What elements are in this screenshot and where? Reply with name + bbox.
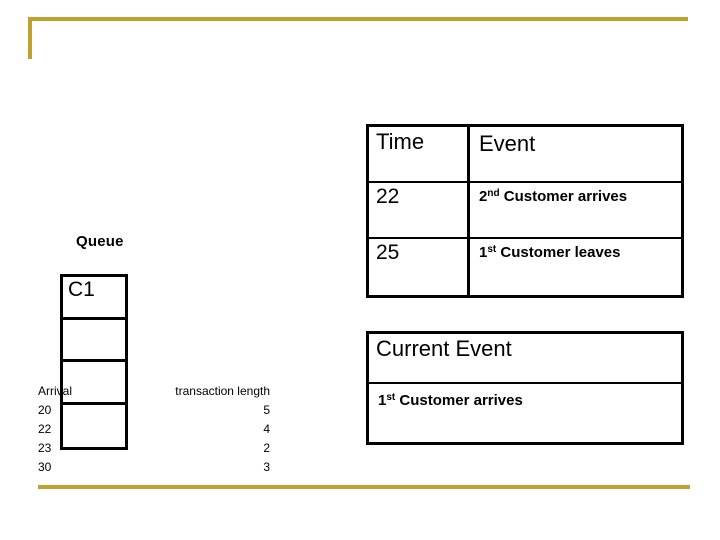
decorative-top-rule: [28, 17, 688, 21]
cell-arrival: 20: [38, 403, 52, 417]
current-event-value: 1st Customer arrives: [378, 392, 523, 409]
table-row: 30 3: [38, 458, 270, 477]
event-ordinal-number: 1: [479, 243, 488, 261]
cell-arrival: 22: [38, 422, 52, 436]
table-header-row: Arrival transaction length: [38, 382, 270, 401]
table-header-row: Time Event: [369, 127, 681, 183]
arrival-schedule-table: Arrival transaction length 20 5 22 4 23 …: [38, 382, 270, 477]
cell-event-value: 1st Customer leaves: [479, 244, 620, 261]
cell-transaction-length: 3: [263, 460, 270, 474]
cell-transaction-length: 2: [263, 441, 270, 455]
column-header-time-label: Time: [376, 129, 425, 154]
cell-event: 1st Customer leaves: [470, 239, 681, 295]
cell-arrival: 23: [38, 441, 52, 455]
table-row: 22 2nd Customer arrives: [369, 182, 681, 239]
queue-label: Queue: [76, 233, 124, 250]
cell-time-value: 22: [376, 184, 400, 208]
event-description: Customer arrives: [499, 187, 628, 205]
cell-time: 25: [369, 238, 470, 295]
column-header-transaction-length: transaction length: [175, 384, 270, 398]
event-ordinal-suffix: nd: [487, 187, 500, 199]
queue-table: C1: [60, 274, 128, 450]
queue-slot: C1: [63, 277, 125, 320]
current-event-ordinal-number: 1: [378, 392, 387, 409]
event-description: Customer leaves: [496, 243, 621, 261]
decorative-bottom-rule: [38, 485, 690, 489]
table-row: 23 2: [38, 439, 270, 458]
cell-event: 2nd Customer arrives: [470, 183, 681, 237]
queue-slot: [63, 362, 125, 405]
current-event-body: 1st Customer arrives: [369, 384, 681, 410]
queue-slot: [63, 404, 125, 447]
column-header-event: Event: [470, 127, 681, 181]
column-header-time: Time: [369, 127, 470, 181]
current-event-header: Current Event: [369, 334, 681, 384]
column-header-arrival: Arrival: [38, 384, 73, 398]
current-event-title: Current Event: [376, 336, 512, 361]
table-row: 25 1st Customer leaves: [369, 238, 681, 295]
cell-event-value: 2nd Customer arrives: [479, 188, 627, 205]
cell-transaction-length: 5: [263, 403, 270, 417]
cell-transaction-length: 4: [263, 422, 270, 436]
current-event-ordinal-suffix: st: [386, 392, 396, 403]
table-row: 22 4: [38, 420, 270, 439]
event-ordinal-suffix: st: [487, 243, 497, 255]
queue-slot-label: C1: [68, 278, 95, 301]
cell-time-value: 25: [376, 240, 400, 264]
column-header-event-label: Event: [479, 131, 536, 156]
table-row: 20 5: [38, 401, 270, 420]
event-ordinal-number: 2: [479, 187, 488, 205]
cell-arrival: 30: [38, 460, 52, 474]
cell-time: 22: [369, 182, 470, 237]
event-list-table: Time Event 22 2nd Customer arrives 25 1s…: [366, 124, 684, 298]
decorative-left-rule: [28, 17, 32, 59]
current-event-box: Current Event 1st Customer arrives: [366, 331, 684, 445]
current-event-description: Customer arrives: [395, 392, 523, 409]
queue-slot: [63, 319, 125, 362]
